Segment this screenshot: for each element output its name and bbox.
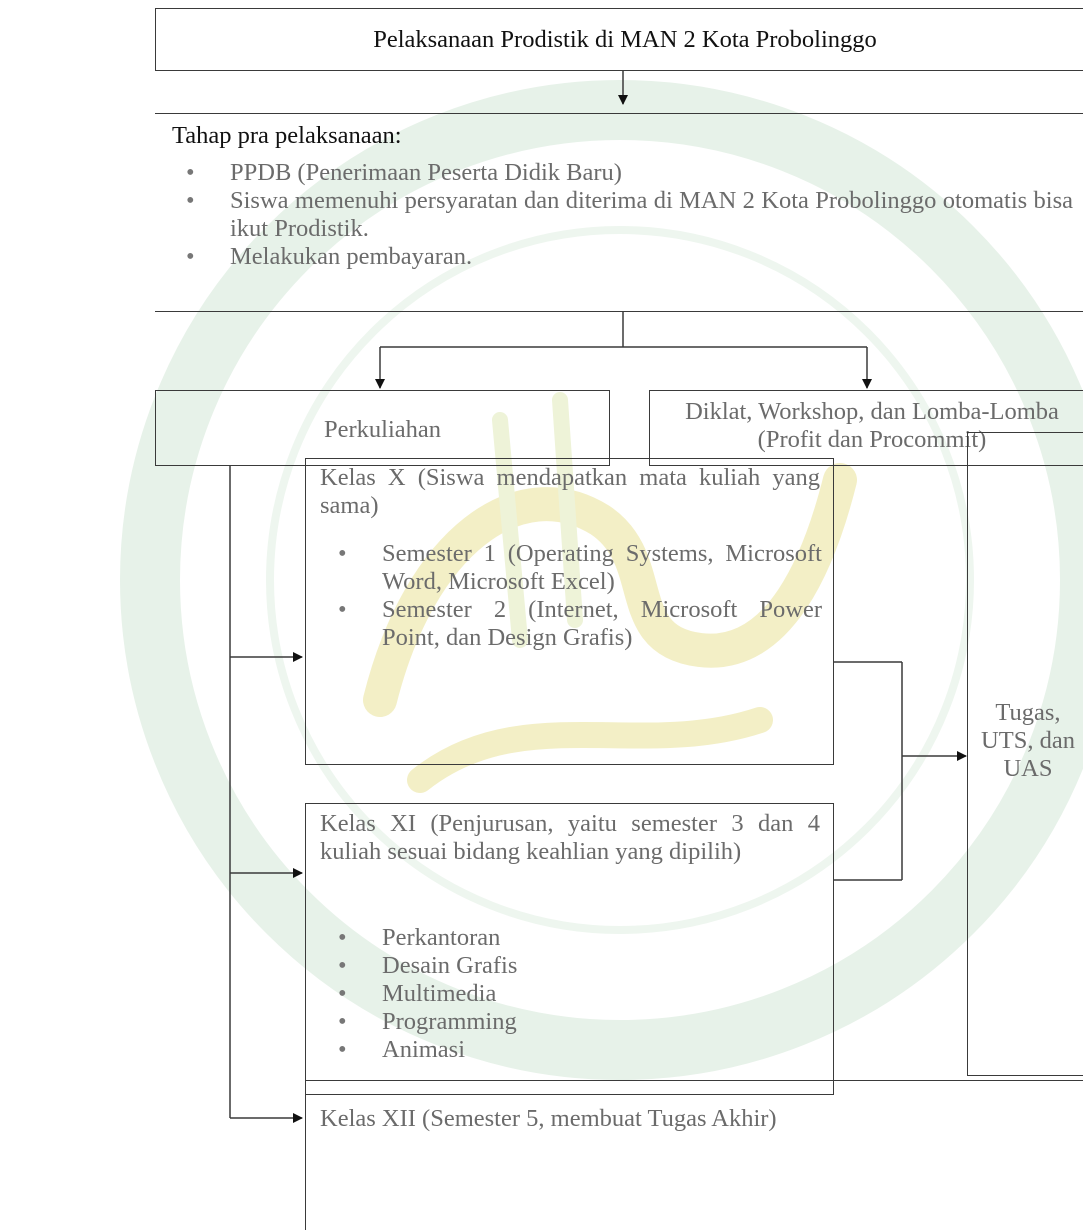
perkuliahan-label: Perkuliahan	[323, 416, 442, 443]
kelas-xi-item: Animasi	[338, 1036, 822, 1064]
diklat-label: Diklat, Workshop, dan Lomba-Lomba (Profi…	[685, 398, 1059, 453]
pra-item: Siswa memenuhi persyaratan dan diterima …	[186, 187, 1073, 243]
kelas-x-heading: Kelas X (Siswa mendapatkan mata kuliah y…	[320, 464, 820, 519]
pra-pelaksanaan-box	[155, 113, 1083, 312]
kelas-xi-item: Multimedia	[338, 980, 822, 1008]
kelas-x-item: Semester 2 (Internet, Microsoft Power Po…	[338, 596, 822, 652]
kelas-xi-item: Programming	[338, 1008, 822, 1036]
kelas-xii-label: Kelas XII (Semester 5, membuat Tugas Akh…	[320, 1105, 777, 1132]
program-title: Pelaksanaan Prodistik di MAN 2 Kota Prob…	[373, 26, 877, 53]
kelas-x-item: Semester 1 (Operating Systems, Microsoft…	[338, 540, 822, 596]
kelas-xi-item: Perkantoran	[338, 924, 822, 952]
pra-item: PPDB (Penerimaan Peserta Didik Baru)	[186, 159, 1073, 187]
kelas-x-box	[305, 458, 834, 765]
tugas-box	[967, 432, 1083, 1076]
kelas-xi-item: Desain Grafis	[338, 952, 822, 980]
pra-bottom-border	[155, 311, 1083, 312]
program-title-box	[155, 8, 1083, 71]
perkuliahan-box	[155, 390, 610, 466]
kelas-x-list: Semester 1 (Operating Systems, Microsoft…	[338, 540, 822, 652]
tugas-label: Tugas, UTS, dan UAS	[981, 699, 1075, 782]
diklat-box	[649, 390, 1083, 466]
kelas-xii-box	[305, 1080, 1083, 1230]
pra-heading: Tahap pra pelaksanaan:	[172, 122, 402, 149]
pra-list: PPDB (Penerimaan Peserta Didik Baru) Sis…	[186, 159, 1073, 271]
kelas-xi-box	[305, 803, 834, 1095]
pra-item: Melakukan pembayaran.	[186, 243, 1073, 271]
kelas-xi-list: Perkantoran Desain Grafis Multimedia Pro…	[338, 924, 822, 1064]
kelas-xi-heading: Kelas XI (Penjurusan, yaitu semester 3 d…	[320, 810, 820, 865]
